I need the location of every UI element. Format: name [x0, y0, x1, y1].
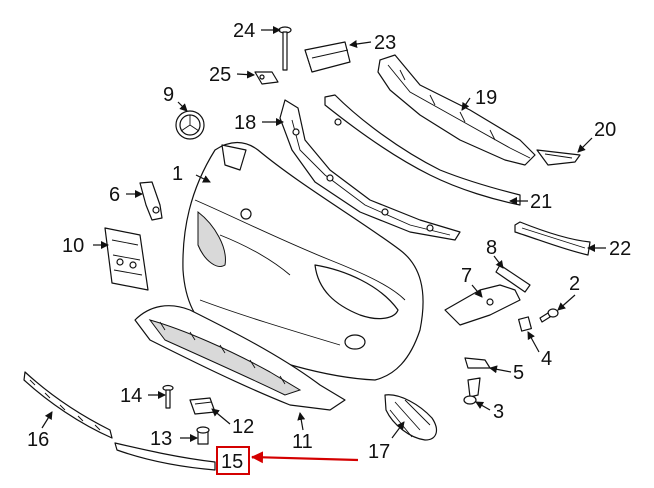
- callout-5: 5: [513, 362, 524, 384]
- callout-2: 2: [569, 273, 580, 295]
- callout-21: 21: [530, 191, 552, 213]
- clip-25-part: [254, 71, 279, 85]
- module-23-part: [304, 41, 351, 73]
- side-strip-22-part: [514, 221, 591, 256]
- callout-3: 3: [493, 401, 504, 423]
- nut-13-part: [196, 426, 210, 445]
- callout-12: 12: [232, 416, 254, 438]
- callout-20: 20: [594, 119, 616, 141]
- fog-grille-17-part: [384, 394, 438, 441]
- callout-23: 23: [374, 32, 396, 54]
- upper-absorber-19-part: [377, 54, 536, 166]
- trim-strip-15-part: [114, 442, 216, 471]
- fastener-3-part: [463, 377, 481, 405]
- callout-13: 13: [150, 428, 172, 450]
- callout-16: 16: [27, 429, 49, 451]
- callout-labels: 1 2 3 4 5 6 7 8 9 10 11 12 13 14 15 16 1…: [27, 20, 631, 473]
- callout-19: 19: [475, 87, 497, 109]
- screw-2-part: [539, 308, 559, 323]
- energy-absorber-part: [324, 94, 521, 206]
- highlight-box: [216, 446, 250, 475]
- callout-18: 18: [234, 112, 256, 134]
- callout-11: 11: [292, 431, 313, 453]
- bumper-cover-part: [182, 141, 424, 381]
- callout-1: 1: [172, 163, 183, 185]
- callout-15: 15: [221, 451, 243, 473]
- callout-14: 14: [120, 385, 142, 407]
- callout-4: 4: [541, 348, 552, 370]
- callout-8: 8: [486, 237, 497, 259]
- highlight-arrow: [251, 451, 359, 464]
- license-plate-bracket-part: [104, 227, 149, 291]
- trim-20-part: [536, 149, 581, 166]
- clip-5-part: [464, 357, 491, 369]
- clip-12-part: [189, 397, 216, 415]
- lower-lip-16-part: [23, 371, 113, 439]
- bracket-6-part: [139, 181, 163, 221]
- bolt-24-part: [278, 26, 292, 71]
- callout-22: 22: [609, 238, 631, 260]
- lower-grille-11-part: [134, 305, 346, 411]
- callout-24: 24: [233, 20, 255, 42]
- strip-8-part: [495, 264, 531, 293]
- bracket-7-part: [444, 284, 521, 326]
- callout-9: 9: [163, 84, 174, 106]
- callout-6: 6: [109, 184, 120, 206]
- bolt-14-part: [162, 384, 174, 409]
- impact-bar-18-part: [279, 99, 461, 241]
- callout-7: 7: [461, 265, 472, 287]
- clip-4-part: [518, 316, 532, 332]
- callout-17: 17: [368, 441, 390, 463]
- highlight-callout-15: [216, 446, 359, 475]
- callout-25: 25: [209, 64, 231, 86]
- leader-lines: [41, 26, 606, 442]
- star-emblem-part: [175, 110, 205, 140]
- callout-10: 10: [62, 235, 84, 257]
